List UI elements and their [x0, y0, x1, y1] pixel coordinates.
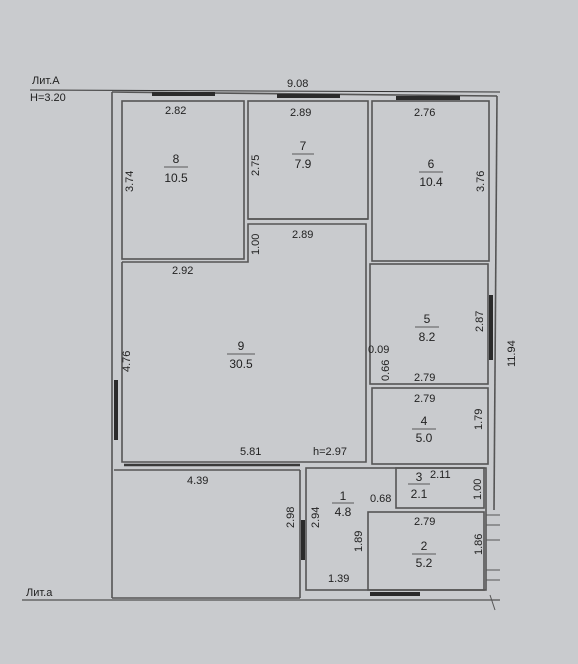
dim-room1-height: 2.94	[310, 507, 322, 528]
dim-room7-bottom: 2.89	[292, 229, 313, 241]
room-6-walls	[371, 100, 490, 262]
dim-porch-height: 2.98	[285, 507, 297, 528]
room-5-label: 5 8.2	[415, 312, 439, 344]
openings	[114, 92, 493, 596]
dim-room6-width: 2.76	[414, 107, 435, 119]
room-7-label: 7 7.9	[292, 139, 314, 171]
room-9-label: 9 30.5	[227, 339, 255, 371]
dim-room5-bottom: 2.79	[414, 372, 435, 384]
entry-steps	[486, 514, 500, 611]
room-5-walls	[369, 263, 489, 385]
dim-room4-top: 2.79	[414, 393, 435, 405]
dim-wall-offset: 0.09	[368, 344, 389, 356]
room-9-walls	[121, 223, 367, 463]
room-5-number: 5	[424, 312, 431, 326]
lit-a-baseline	[29, 89, 501, 93]
room-8-area: 10.5	[164, 171, 188, 185]
dim-room6-height: 3.76	[475, 171, 487, 192]
dim-room8-height: 3.74	[124, 171, 136, 192]
dim-room9-bottom: 5.81	[240, 446, 261, 458]
room-8-walls	[121, 100, 245, 260]
room-6-number: 6	[428, 157, 435, 171]
dim-room3-width: 2.11	[430, 469, 451, 481]
room-8-number: 8	[173, 152, 180, 166]
dim-room4-height: 1.79	[473, 409, 485, 430]
dim-room9-height: 4.76	[121, 351, 133, 372]
lit-a-lower-label: Лит.а	[26, 587, 53, 599]
dim-wall-offset-2: 0.66	[380, 360, 392, 381]
room-1-label: 1 4.8	[332, 489, 354, 519]
room-3-area: 2.1	[411, 487, 428, 501]
room-8-label: 8 10.5	[164, 152, 188, 185]
dim-corridor-height: 1.00	[250, 234, 262, 255]
dim-room5-height: 2.87	[474, 311, 486, 332]
room-6-label: 6 10.4	[419, 157, 443, 189]
room-2-label: 2 5.2	[412, 539, 436, 570]
height-label: H=3.20	[30, 92, 66, 104]
dim-overall-depth: 11.94	[506, 340, 518, 367]
room-2-area: 5.2	[416, 556, 433, 570]
room-4-label: 4 5.0	[412, 414, 436, 445]
walls	[111, 91, 498, 599]
room-1-number: 1	[340, 489, 347, 503]
room-2-walls	[367, 511, 485, 591]
room-2-number: 2	[421, 539, 428, 553]
room-4-walls	[371, 387, 489, 465]
dim-room2-height: 1.86	[473, 534, 485, 555]
room-3-walls	[395, 467, 485, 509]
room-3-number: 3	[416, 470, 423, 484]
dim-room2-top: 2.79	[414, 516, 435, 528]
dim-room7-width: 2.89	[290, 107, 311, 119]
room-9-number: 9	[238, 339, 245, 353]
dim-room1-bottom: 1.39	[328, 573, 349, 585]
room-1-area: 4.8	[335, 505, 352, 519]
dim-room3-height: 1.00	[472, 479, 484, 500]
dim-room7-height: 2.75	[250, 155, 262, 176]
room-4-number: 4	[421, 414, 428, 428]
room-9-area: 30.5	[229, 357, 253, 371]
outer-wall-right	[493, 95, 498, 511]
room-3-label: 3 2.1	[408, 470, 430, 501]
lit-a-label: Лит.А	[32, 75, 60, 87]
room-5-area: 8.2	[419, 330, 436, 344]
room-7-area: 7.9	[295, 157, 312, 171]
room-6-area: 10.4	[419, 175, 443, 189]
room-7-number: 7	[300, 139, 307, 153]
room-4-area: 5.0	[416, 431, 433, 445]
dim-room1-depth: 1.89	[353, 531, 365, 552]
dim-room1-width: 0.68	[370, 493, 391, 505]
dim-room9-ceiling: h=2.97	[313, 446, 347, 458]
dim-porch-width: 4.39	[187, 475, 208, 487]
dim-overall-width: 9.08	[287, 78, 308, 90]
dim-room8-bottom: 2.92	[172, 265, 193, 277]
dim-room8-width: 2.82	[165, 105, 186, 117]
